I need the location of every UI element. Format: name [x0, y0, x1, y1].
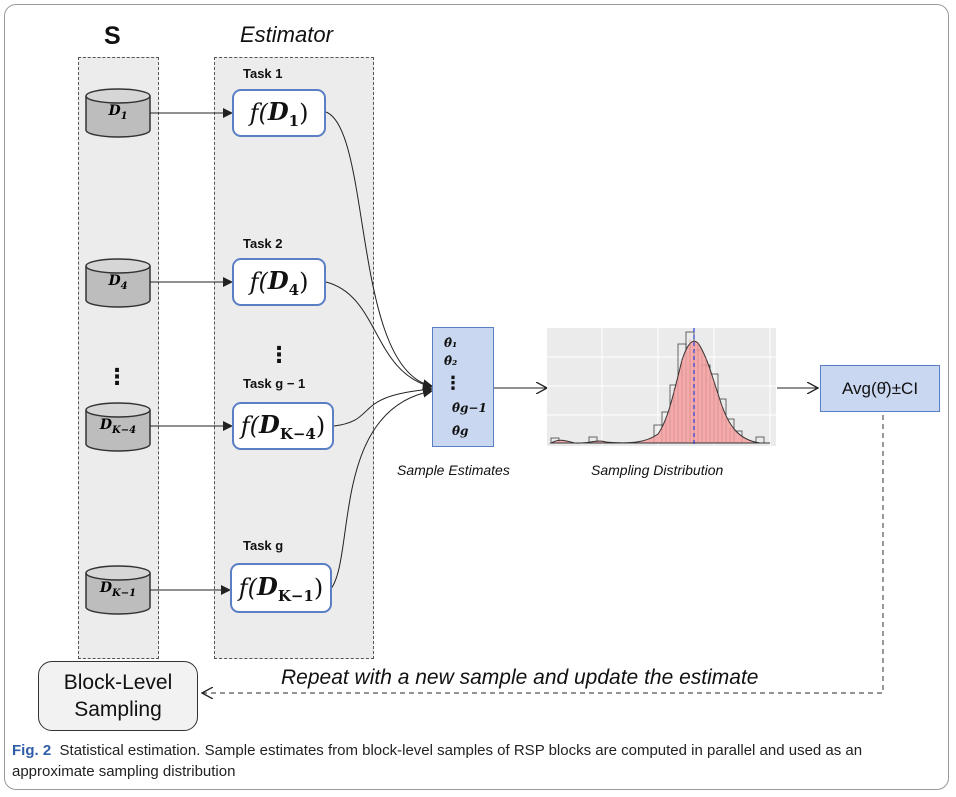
block-label-d1: D1 [108, 103, 128, 122]
sampling-distribution-plot [547, 328, 776, 446]
task-g-1-label: Task g − 1 [243, 376, 306, 391]
block-label-dk4: DK−4 [99, 417, 137, 436]
task-1-label: Task 1 [243, 66, 283, 81]
task-2-function-box: f(D4 ) [232, 258, 326, 306]
task-g-1-function-box: f(DK−4) [232, 402, 334, 450]
cylinder-dk4 [85, 402, 151, 452]
cylinder-d4 [85, 258, 151, 308]
task-g-function-box: f(DK−1) [230, 563, 332, 613]
sampling-distribution-label: Sampling Distribution [591, 462, 724, 478]
estimator-header: Estimator [240, 22, 333, 47]
repeat-label: Repeat with a new sample and update the … [281, 666, 759, 689]
task-ellipsis: ⋮ [268, 342, 290, 367]
cylinder-dk1 [85, 565, 151, 615]
figure-caption: Fig. 2 Statistical estimation. Sample es… [12, 740, 942, 782]
s-header: S [104, 22, 121, 50]
cylinder-d1 [85, 88, 151, 138]
sample-estimates-box [432, 327, 494, 447]
dataset-panel [78, 57, 159, 659]
estimate-theta-2: θ̂₂ [444, 354, 458, 368]
sample-estimates-label: Sample Estimates [397, 462, 510, 478]
estimate-theta-g: θ̂g [452, 424, 469, 438]
figure-caption-label: Fig. 2 [12, 742, 52, 759]
block-level-sampling-line-1: Block-Level [63, 671, 173, 694]
block-level-sampling-box: Block-Level Sampling [38, 661, 198, 731]
dataset-ellipsis: ⋮ [106, 364, 128, 389]
estimates-ellipsis: ⋮ [444, 373, 462, 393]
average-ci-box: Avg(θ̂)±CI [820, 365, 940, 412]
task-2-label: Task 2 [243, 236, 283, 251]
figure-frame [4, 4, 949, 790]
estimate-theta-1: θ̂₁ [444, 336, 458, 350]
estimator-panel [214, 57, 374, 659]
task-g-label: Task g [243, 538, 284, 553]
block-label-d4: D4 [108, 273, 128, 292]
estimate-theta-g-1: θ̂g−1 [452, 401, 487, 415]
figure-caption-text: Statistical estimation. Sample estimates… [12, 742, 863, 780]
block-level-sampling-line-2: Sampling [74, 698, 162, 721]
block-label-dk1: DK−1 [99, 580, 137, 599]
task-1-function-box: f(D1 ) [232, 89, 326, 137]
